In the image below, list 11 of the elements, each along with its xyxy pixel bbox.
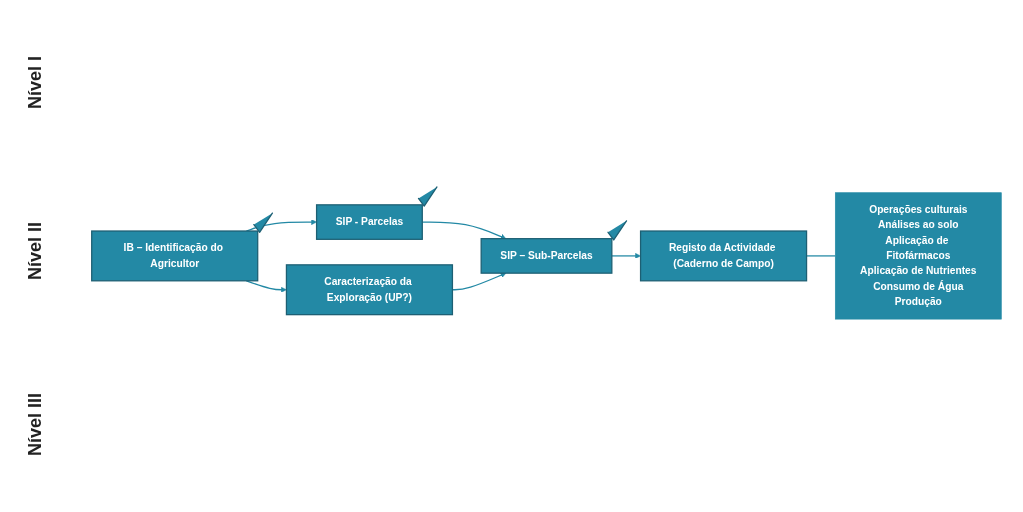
level-label: Nível I: [24, 56, 46, 110]
level-label: Nível II: [24, 221, 46, 280]
arrow: [245, 280, 287, 293]
arrow: [611, 253, 641, 259]
node-box: IB – Identificação do Agricultor: [91, 230, 259, 282]
level-label: Nível III: [24, 392, 46, 456]
node-box: Caracterização da Exploração (UP?): [285, 264, 454, 316]
node-box: Operações culturais Análises ao solo Aplicação de Fitofármacos Aplicação de Nutrientes Consumo de Água Produção: [834, 192, 1002, 320]
node-box: SIP – Sub-Parcelas: [480, 238, 613, 274]
node-box: Registo da Actividade (Caderno de Campo): [639, 230, 808, 282]
node-box: SIP - Parcelas: [315, 204, 423, 241]
